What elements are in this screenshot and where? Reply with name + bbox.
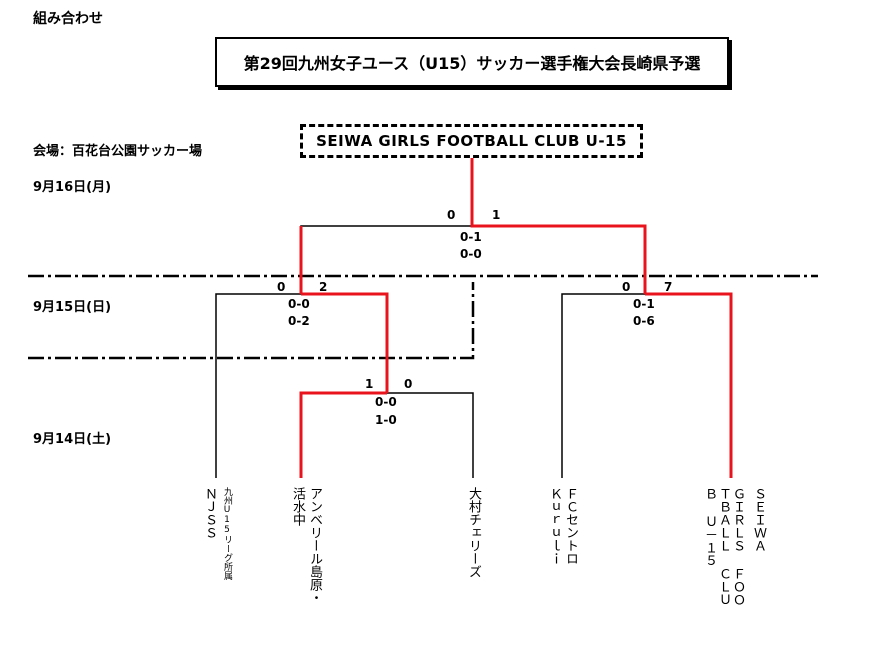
line-njss — [215, 293, 301, 478]
team-kuruli-note: Ｋｕｒｕｌｉ — [547, 487, 562, 565]
line-kuruli — [561, 293, 645, 478]
win-line-semi-right — [470, 158, 647, 294]
final-score-right: 1 — [492, 208, 501, 222]
separator-bottom — [28, 282, 475, 360]
win-line-unbelir — [299, 391, 387, 478]
semi-left-score-right: 2 — [319, 280, 328, 294]
first-round-score-right: 0 — [404, 377, 413, 391]
first-round-half2: 1-0 — [375, 413, 397, 427]
section-title: 組み合わせ — [33, 11, 103, 27]
team-kuruli-name: ＦＣセントロ — [563, 487, 578, 565]
first-round-half1: 0-0 — [375, 395, 397, 409]
champion-box: SEIWA GIRLS FOOTBALL CLUB U-15 — [300, 124, 643, 158]
first-round-score-left: 1 — [365, 377, 374, 391]
champion-name: SEIWA GIRLS FOOTBALL CLUB U-15 — [316, 132, 627, 150]
team-omura-name: 大村チェリーズ — [466, 487, 481, 578]
team-seiwa-note: ＧＩＲＬＳ ＦＯＯＴＢＡＬＬ ＣＬＵＢ Ｕ－１５ — [702, 487, 745, 606]
semi-right-score-right: 7 — [664, 280, 673, 294]
final-half1: 0-1 — [460, 230, 482, 244]
win-line-seiwa — [645, 292, 733, 478]
semi-left-score-left: 0 — [277, 280, 286, 294]
semi-right-half2: 0-6 — [633, 314, 655, 328]
win-line-first-round — [301, 292, 389, 393]
tournament-title: 第29回九州女子ユース（U15）サッカー選手権大会長崎県予選 — [243, 54, 701, 73]
tournament-title-box: 第29回九州女子ユース（U15）サッカー選手権大会長崎県予選 — [215, 37, 729, 87]
semi-right-half1: 0-1 — [633, 297, 655, 311]
date-first-round: 9月14日(土) — [33, 432, 112, 447]
team-unbelir-name: アンベリール島原・ — [307, 487, 322, 604]
team-seiwa-name: ＳＥＩＷＡ — [751, 487, 766, 552]
team-njss-name: ＮＪＳＳ — [202, 487, 217, 539]
team-unbelir-note: 活水中 — [290, 487, 305, 526]
final-half2: 0-0 — [460, 247, 482, 261]
semi-left-half1: 0-0 — [288, 297, 310, 311]
date-semifinal: 9月15日(日) — [33, 300, 112, 315]
semi-left-half2: 0-2 — [288, 314, 310, 328]
final-score-left: 0 — [447, 208, 456, 222]
team-njss-note: 九州U15リーグ所属 — [222, 487, 232, 580]
date-final: 9月16日(月) — [33, 180, 112, 195]
line-omura — [387, 392, 474, 478]
semi-right-score-left: 0 — [622, 280, 631, 294]
venue-label: 会場：百花台公園サッカー場 — [33, 144, 203, 159]
